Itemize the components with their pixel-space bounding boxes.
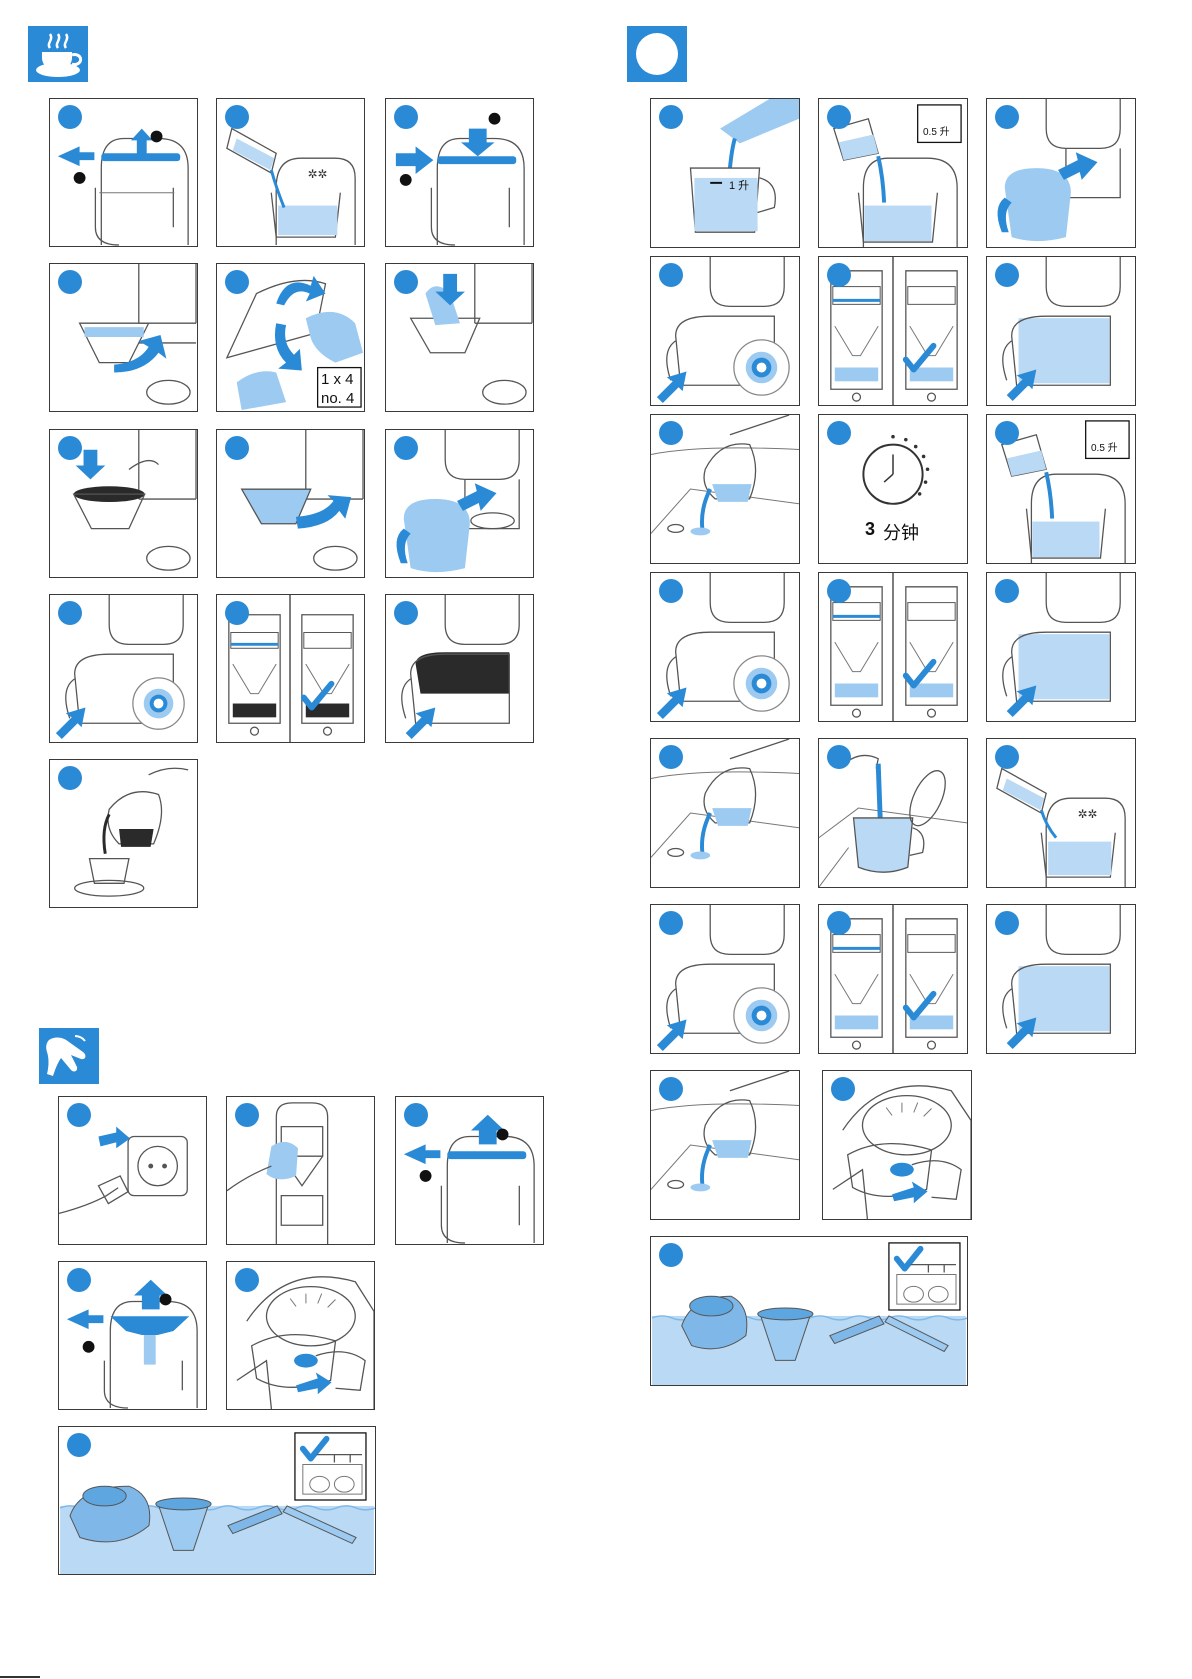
step-number-badge — [58, 105, 82, 129]
brew-step-6 — [385, 263, 534, 412]
step-number-badge — [235, 1103, 259, 1127]
decalc-step-12 — [986, 572, 1136, 722]
decalc-step-10 — [650, 572, 800, 722]
brew-step-5: 1 x 4 no. 4 — [216, 263, 365, 412]
decalc-step-18 — [986, 904, 1136, 1054]
brew-step-13 — [49, 759, 198, 908]
minutes-unit: 分钟 — [883, 519, 919, 545]
decalc-step-7 — [650, 414, 800, 564]
step-number-badge — [394, 270, 418, 294]
step-number-badge — [225, 105, 249, 129]
water-1l-label: 1 升 — [729, 177, 749, 193]
decalc-step-4 — [650, 256, 800, 406]
clean-step-3 — [395, 1096, 544, 1245]
clean-step-4 — [58, 1261, 207, 1410]
clean-step-6-illustration — [59, 1427, 375, 1574]
filter-paper-number: no. 4 — [321, 390, 354, 407]
decalc-step-1: 1 升 — [650, 98, 800, 248]
step-number-badge — [827, 579, 851, 603]
step-number-badge — [225, 601, 249, 625]
decalc-step-16 — [650, 904, 800, 1054]
step-number-badge — [995, 745, 1019, 769]
clean-step-5 — [226, 1261, 375, 1410]
water-05l-label-a: 0.5 升 — [923, 123, 950, 138]
step-number-badge — [67, 1268, 91, 1292]
step-number-badge — [394, 601, 418, 625]
decalc-section-icon — [627, 26, 687, 82]
step-number-badge — [827, 105, 851, 129]
decalc-step-21 — [650, 1236, 968, 1386]
step-number-badge — [58, 601, 82, 625]
step-number-badge — [995, 579, 1019, 603]
step-number-badge — [831, 1077, 855, 1101]
step-number-badge — [659, 745, 683, 769]
step-number-badge — [394, 105, 418, 129]
water-05l-label-b: 0.5 升 — [1091, 439, 1118, 454]
decalc-step-21-illustration — [651, 1237, 967, 1385]
brew-step-8 — [216, 429, 365, 578]
decalc-step-8: 3 分钟 — [818, 414, 968, 564]
decalc-step-3 — [986, 98, 1136, 248]
decalc-step-9: 0.5 升 — [986, 414, 1136, 564]
step-number-badge — [659, 579, 683, 603]
decalc-step-13 — [650, 738, 800, 888]
step-number-badge — [225, 270, 249, 294]
page-footer-rule — [0, 1676, 40, 1678]
step-number-badge — [67, 1103, 91, 1127]
step-number-badge — [995, 421, 1019, 445]
step-number-badge — [659, 421, 683, 445]
decalc-step-19 — [650, 1070, 800, 1220]
decalc-step-11 — [818, 572, 968, 722]
step-number-badge — [58, 270, 82, 294]
step-number-badge — [827, 745, 851, 769]
step-number-badge — [827, 421, 851, 445]
circle-icon — [627, 26, 687, 82]
step-number-badge — [394, 436, 418, 460]
step-number-badge — [659, 1243, 683, 1267]
brew-step-7 — [49, 429, 198, 578]
clean-step-1 — [58, 1096, 207, 1245]
clean-section-icon — [39, 1028, 99, 1084]
clean-step-2 — [226, 1096, 375, 1245]
step-number-badge — [995, 105, 1019, 129]
step-number-badge — [659, 105, 683, 129]
filter-paper-quantity: 1 x 4 — [321, 371, 354, 388]
step-number-badge — [827, 911, 851, 935]
brew-step-11 — [216, 594, 365, 743]
step-number-badge — [995, 263, 1019, 287]
clean-step-6 — [58, 1426, 376, 1575]
step-number-badge — [235, 1268, 259, 1292]
step-number-badge — [58, 436, 82, 460]
step-number-badge — [995, 911, 1019, 935]
decalc-step-5 — [818, 256, 968, 406]
step-number-badge — [659, 911, 683, 935]
decalc-step-6 — [986, 256, 1136, 406]
step-number-badge — [827, 263, 851, 287]
coffee-cup-icon — [28, 26, 88, 82]
decalc-step-2: 0.5 升 — [818, 98, 968, 248]
brew-step-10 — [49, 594, 198, 743]
step-number-badge — [225, 436, 249, 460]
minutes-number: 3 — [865, 519, 875, 540]
step-number-badge — [58, 766, 82, 790]
decalc-step-17 — [818, 904, 968, 1054]
cleaning-hand-icon — [39, 1028, 99, 1084]
brew-section-icon — [28, 26, 88, 82]
step-number-badge — [67, 1433, 91, 1457]
svg-text:✲✲: ✲✲ — [308, 167, 328, 181]
brew-step-9 — [385, 429, 534, 578]
brew-step-1 — [49, 98, 198, 247]
step-number-badge — [659, 263, 683, 287]
decalc-step-15: ✲✲ — [986, 738, 1136, 888]
decalc-step-20 — [822, 1070, 972, 1220]
decalc-step-14 — [818, 738, 968, 888]
svg-text:✲✲: ✲✲ — [1078, 807, 1098, 821]
brew-step-3 — [385, 98, 534, 247]
brew-step-12 — [385, 594, 534, 743]
brew-step-2: ✲✲ — [216, 98, 365, 247]
brew-step-4 — [49, 263, 198, 412]
step-number-badge — [659, 1077, 683, 1101]
step-number-badge — [404, 1103, 428, 1127]
